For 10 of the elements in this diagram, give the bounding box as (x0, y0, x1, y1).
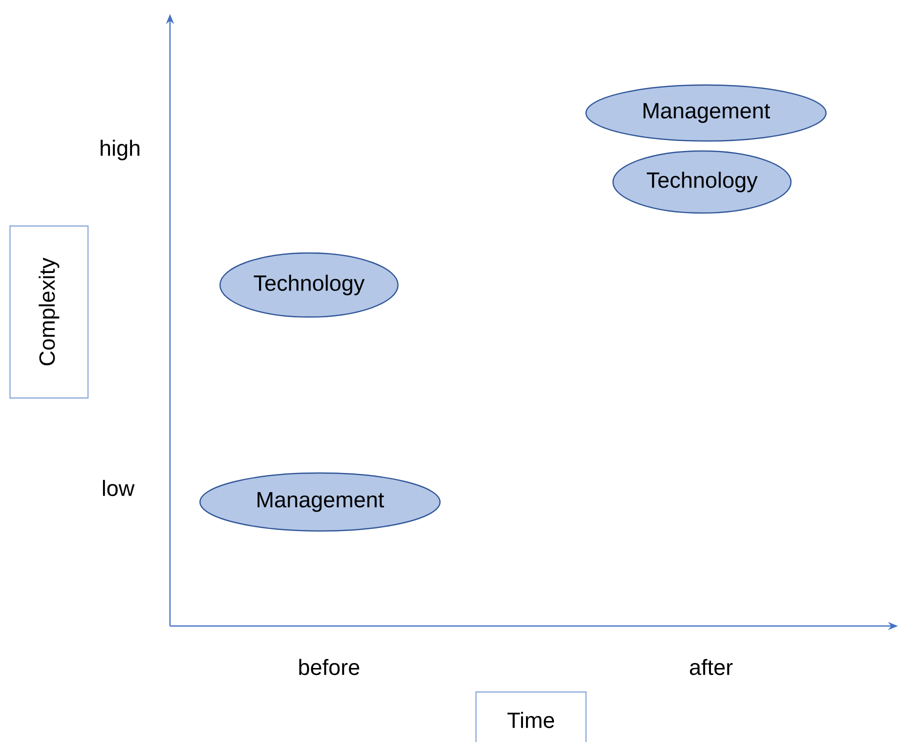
tick-label: low (102, 480, 135, 496)
tick-label: after (690, 658, 733, 676)
ellipse-label: Technology (612, 150, 792, 214)
tick-label: high (100, 140, 140, 160)
ellipse-label: Management (199, 472, 441, 532)
tick-label: before (299, 658, 360, 676)
axis-title-box: Time (475, 691, 587, 742)
axis-title-box: Complexity (9, 225, 89, 399)
ellipse-label: Management (585, 84, 827, 142)
ellipse-label: Technology (219, 252, 399, 318)
